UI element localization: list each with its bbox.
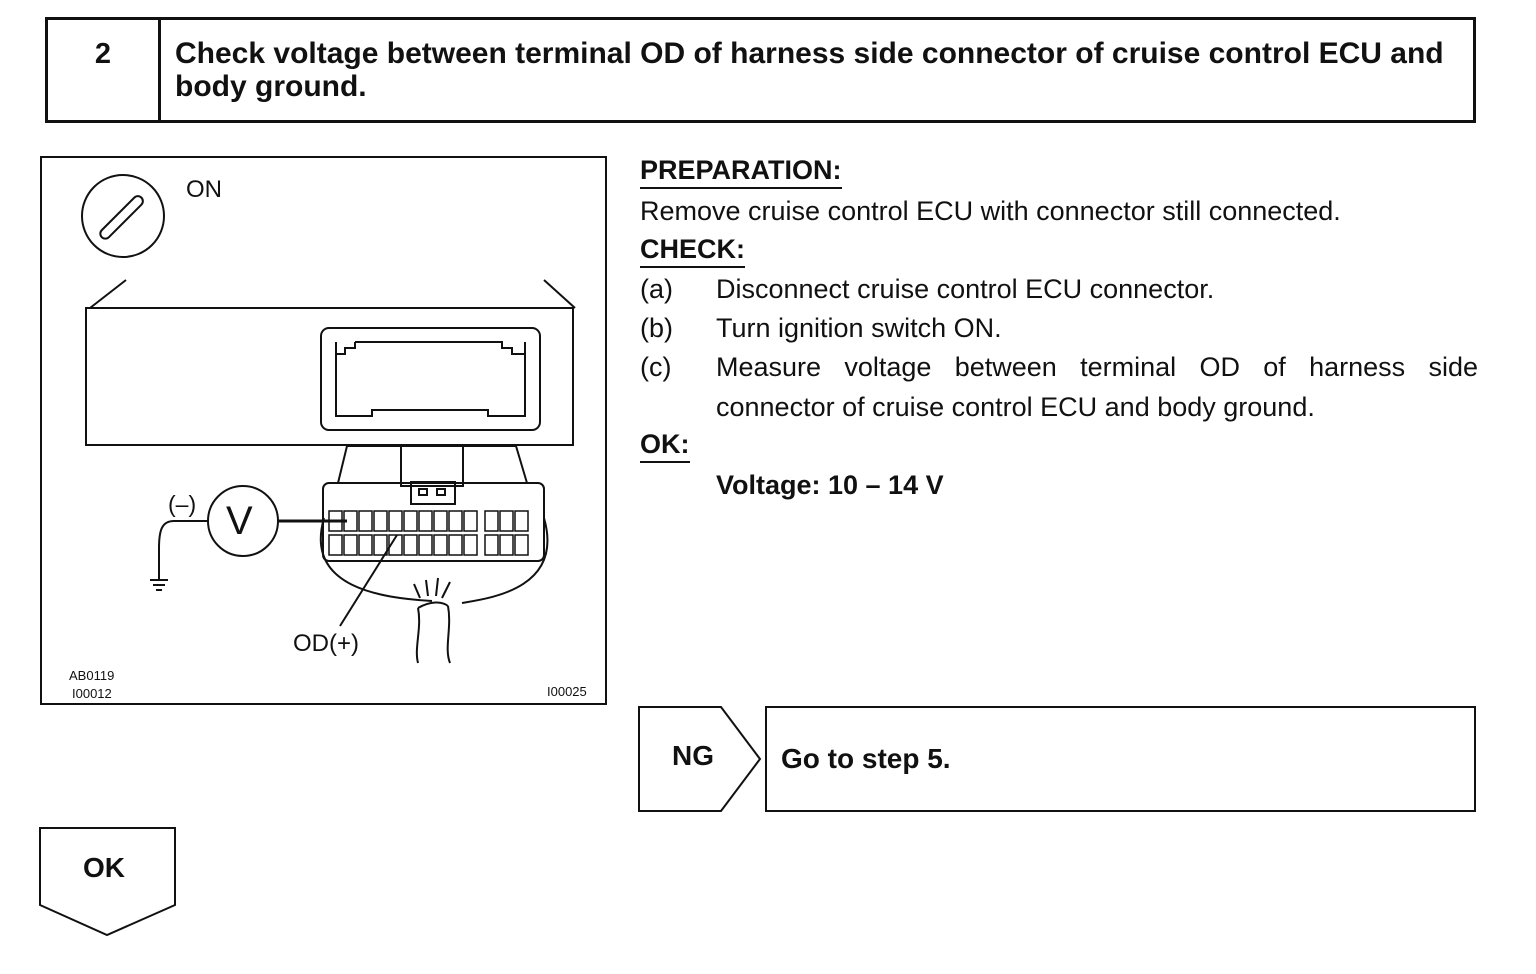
voltmeter-symbol: V bbox=[226, 499, 253, 543]
step-number: 2 bbox=[48, 20, 161, 120]
wiring-figure: ON (–) V OD(+) AB0119 I00012 I00025 bbox=[40, 156, 607, 705]
ok-arrow-shape bbox=[39, 827, 176, 937]
connector-diagram bbox=[81, 174, 576, 664]
figure-code-left-2: I00012 bbox=[72, 686, 112, 701]
figure-code-left-1: AB0119 bbox=[69, 668, 115, 683]
wire-harness bbox=[413, 577, 451, 664]
ok-voltage-value: Voltage: 10 – 14 V bbox=[716, 470, 944, 500]
ignition-on-label: ON bbox=[186, 176, 222, 203]
ng-arrow-shape bbox=[638, 706, 762, 812]
ecu-socket bbox=[320, 327, 541, 431]
check-item-label: (c) bbox=[640, 352, 672, 382]
od-terminal-label: OD(+) bbox=[293, 630, 359, 657]
ignition-switch-icon bbox=[81, 174, 165, 258]
step-header: 2 Check voltage between terminal OD of h… bbox=[45, 17, 1476, 123]
preparation-heading: PREPARATION: bbox=[640, 155, 842, 189]
ng-result-box: Go to step 5. bbox=[765, 706, 1476, 812]
step-title: Check voltage between terminal OD of har… bbox=[175, 37, 1444, 103]
check-item-label: (b) bbox=[640, 313, 673, 343]
ng-label: NG bbox=[672, 740, 714, 771]
ok-heading: OK: bbox=[640, 429, 690, 463]
check-item-text: Measure voltage between terminal OD of h… bbox=[716, 352, 1478, 422]
od-leader-line bbox=[339, 534, 398, 627]
check-heading: CHECK: bbox=[640, 234, 745, 268]
voltmeter-icon bbox=[150, 485, 347, 591]
check-item-text: Turn ignition switch ON. bbox=[716, 313, 1002, 343]
ecu-body bbox=[85, 279, 576, 446]
check-item-text: Disconnect cruise control ECU connector. bbox=[716, 274, 1215, 304]
check-item-label: (a) bbox=[640, 274, 673, 304]
figure-code-right: I00025 bbox=[547, 684, 587, 699]
ng-result-text: Go to step 5. bbox=[781, 743, 951, 774]
preparation-text: Remove cruise control ECU with connector… bbox=[640, 196, 1341, 226]
ok-label: OK bbox=[83, 852, 125, 883]
negative-terminal-label: (–) bbox=[168, 491, 197, 517]
terminal-grid bbox=[328, 510, 529, 556]
